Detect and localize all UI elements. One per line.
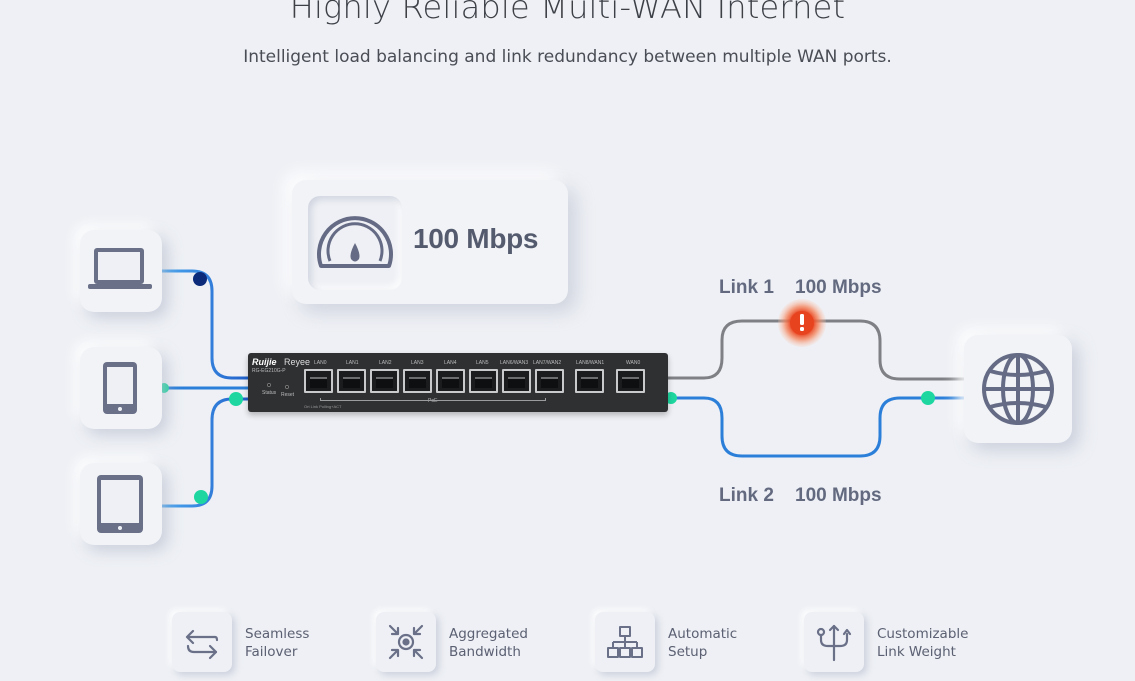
- ethernet-port[interactable]: [370, 369, 399, 393]
- router-poe-label: PoE: [428, 398, 438, 404]
- exclamation-icon: [800, 314, 804, 331]
- internet-card: [964, 335, 1072, 443]
- link-2-line: [668, 396, 966, 458]
- feature-aggregated-bandwidth: Aggregated Bandwidth: [376, 612, 546, 674]
- feature-label-line1: Seamless: [245, 626, 310, 642]
- feature-label-line1: Customizable: [877, 626, 969, 642]
- tablet-device: [80, 463, 162, 545]
- link-2-label: Link 2: [719, 485, 774, 506]
- page-subtitle: Intelligent load balancing and link redu…: [243, 47, 892, 67]
- phone-device: [80, 347, 162, 429]
- port-label-lan2: LAN2: [379, 360, 392, 366]
- feature-label: Seamless Failover: [245, 625, 309, 661]
- port-label-lan7-wan2: LAN7/WAN2: [533, 360, 562, 366]
- port-label-lan8-wan1: LAN8/WAN1: [576, 360, 605, 366]
- port-label-lan4: LAN4: [444, 360, 457, 366]
- speed-value: 100 Mbps: [413, 223, 539, 254]
- port-label-lan3: LAN3: [411, 360, 424, 366]
- feature-icon-box: [376, 612, 436, 672]
- feature-label-line2: Link Weight: [877, 644, 956, 660]
- feature-label: Automatic Setup: [668, 625, 737, 661]
- port-label-lan6-wan3: LAN6/WAN3: [500, 360, 529, 366]
- reset-hole: [285, 385, 289, 389]
- laptop-connection-line: [162, 269, 250, 380]
- router-brand: Ruijie: [252, 357, 277, 367]
- router-footer-label: Ort Link Polling+ACT: [304, 404, 342, 409]
- ethernet-port[interactable]: [535, 369, 564, 393]
- poe-bracket: [320, 398, 546, 401]
- ethernet-port[interactable]: [403, 369, 432, 393]
- ethernet-port[interactable]: [469, 369, 498, 393]
- feature-label: Aggregated Bandwidth: [449, 625, 528, 661]
- feature-customizable-link-weight: Customizable Link Weight: [804, 612, 984, 674]
- port-label-wan0: WAN0: [626, 360, 641, 366]
- feature-automatic-setup: Automatic Setup: [595, 612, 755, 674]
- feature-label: Customizable Link Weight: [877, 625, 968, 661]
- ethernet-port[interactable]: [304, 369, 333, 393]
- phone-icon: [103, 362, 137, 414]
- ethernet-port[interactable]: [575, 369, 604, 393]
- laptop-icon: [88, 248, 152, 289]
- link-2-node-right: [921, 391, 935, 405]
- port-label-lan1: LAN1: [346, 360, 359, 366]
- feature-label-line1: Automatic: [668, 626, 738, 642]
- converge-icon: [388, 624, 424, 660]
- feature-label-line2: Failover: [245, 644, 298, 660]
- ethernet-port[interactable]: [337, 369, 366, 393]
- feature-icon-box: [804, 612, 864, 672]
- feature-label-line1: Aggregated: [449, 626, 528, 642]
- speed-card: 100 Mbps: [292, 180, 568, 304]
- link-1-speed: 100 Mbps: [795, 277, 882, 298]
- router-sub-brand: Reyee: [284, 357, 311, 367]
- swap-arrows-icon: [185, 629, 219, 660]
- tablet-connection-node-a: [229, 392, 243, 406]
- trident-icon: [816, 624, 852, 662]
- laptop-connection-node: [193, 272, 207, 286]
- port-label-lan0: LAN0: [314, 360, 327, 366]
- page-title: Highly Reliable Multi-WAN Internet: [289, 0, 846, 26]
- status-led: [267, 383, 271, 387]
- feature-icon-box: [595, 612, 655, 672]
- ethernet-port[interactable]: [502, 369, 531, 393]
- tablet-connection-line: [162, 397, 250, 508]
- globe-icon: [982, 353, 1054, 425]
- speedometer-icon: [317, 216, 393, 268]
- tablet-icon: [97, 475, 143, 533]
- speed-gauge-box: [308, 196, 402, 290]
- router-model: RG-EG210G-P: [252, 368, 286, 374]
- laptop-device: [80, 230, 162, 312]
- ethernet-port[interactable]: [436, 369, 465, 393]
- router-reset-label: Reset: [281, 392, 295, 398]
- tablet-connection-node-b: [194, 490, 208, 504]
- link-1-label: Link 1: [719, 277, 774, 298]
- feature-seamless-failover: Seamless Failover: [172, 612, 332, 674]
- feature-label-line2: Bandwidth: [449, 644, 521, 660]
- network-tree-icon: [607, 626, 643, 658]
- feature-label-line2: Setup: [668, 644, 708, 660]
- feature-icon-box: [172, 612, 232, 672]
- ethernet-port[interactable]: [616, 369, 645, 393]
- router-device: Ruijie Reyee RG-EG210G-P Status Reset Po…: [248, 353, 668, 412]
- link-2-speed: 100 Mbps: [795, 485, 882, 506]
- port-label-lan5: LAN5: [476, 360, 489, 366]
- link-2-node-left: [665, 392, 677, 404]
- router-status-label: Status: [262, 390, 277, 396]
